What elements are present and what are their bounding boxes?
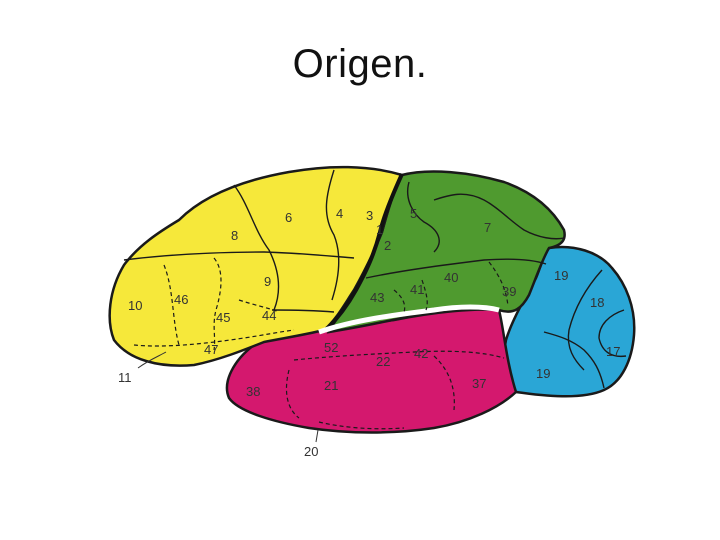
- area-label-42: 42: [414, 346, 428, 361]
- frontal-dashed-boundaries: [133, 257, 295, 351]
- occipital-boundaries: [543, 269, 627, 389]
- area-label-6: 6: [285, 210, 292, 225]
- area-label-39: 39: [502, 284, 516, 299]
- area-label-1: 1: [376, 222, 383, 237]
- parietal-dashed-boundaries: [393, 261, 509, 313]
- area-label-41: 41: [410, 282, 424, 297]
- area-label-52: 52: [324, 340, 338, 355]
- lateral-fissure: [318, 304, 500, 335]
- area-label-17: 17: [606, 344, 620, 359]
- temporal-dashed-boundaries: [285, 350, 505, 430]
- area-label-8: 8: [231, 228, 238, 243]
- area-label-4: 4: [336, 206, 343, 221]
- area-label-46: 46: [174, 292, 188, 307]
- slide-title: Origen.: [292, 42, 428, 86]
- brodmann-areas-diagram: 4 6 8 9 10 46 45 44 47 11 3 1 2 5 7 43 4…: [104, 160, 644, 465]
- area-label-40: 40: [444, 270, 458, 285]
- area-label-2: 2: [384, 238, 391, 253]
- area-label-9: 9: [264, 274, 271, 289]
- central-sulcus: [324, 173, 404, 332]
- area-label-7: 7: [484, 220, 491, 235]
- area-label-22: 22: [376, 354, 390, 369]
- pointer-line-20: [315, 429, 319, 443]
- brain-lateral-view: 4 6 8 9 10 46 45 44 47 11 3 1 2 5 7 43 4…: [108, 165, 636, 459]
- area-label-47: 47: [204, 342, 218, 357]
- area-label-10: 10: [128, 298, 142, 313]
- area-label-20: 20: [304, 444, 318, 459]
- area-label-44: 44: [262, 308, 276, 323]
- area-label-5: 5: [410, 206, 417, 221]
- area-label-37: 37: [472, 376, 486, 391]
- area-label-45: 45: [216, 310, 230, 325]
- area-label-18: 18: [590, 295, 604, 310]
- area-label-38: 38: [246, 384, 260, 399]
- area-label-43: 43: [370, 290, 384, 305]
- frontal-boundaries: [123, 169, 355, 313]
- area-label-19-lower: 19: [536, 366, 550, 381]
- area-label-3: 3: [366, 208, 373, 223]
- area-label-11: 11: [118, 370, 132, 385]
- pointer-line-11: [137, 351, 167, 369]
- area-label-21: 21: [324, 378, 338, 393]
- area-label-19-upper: 19: [554, 268, 568, 283]
- parietal-boundaries: [365, 181, 565, 279]
